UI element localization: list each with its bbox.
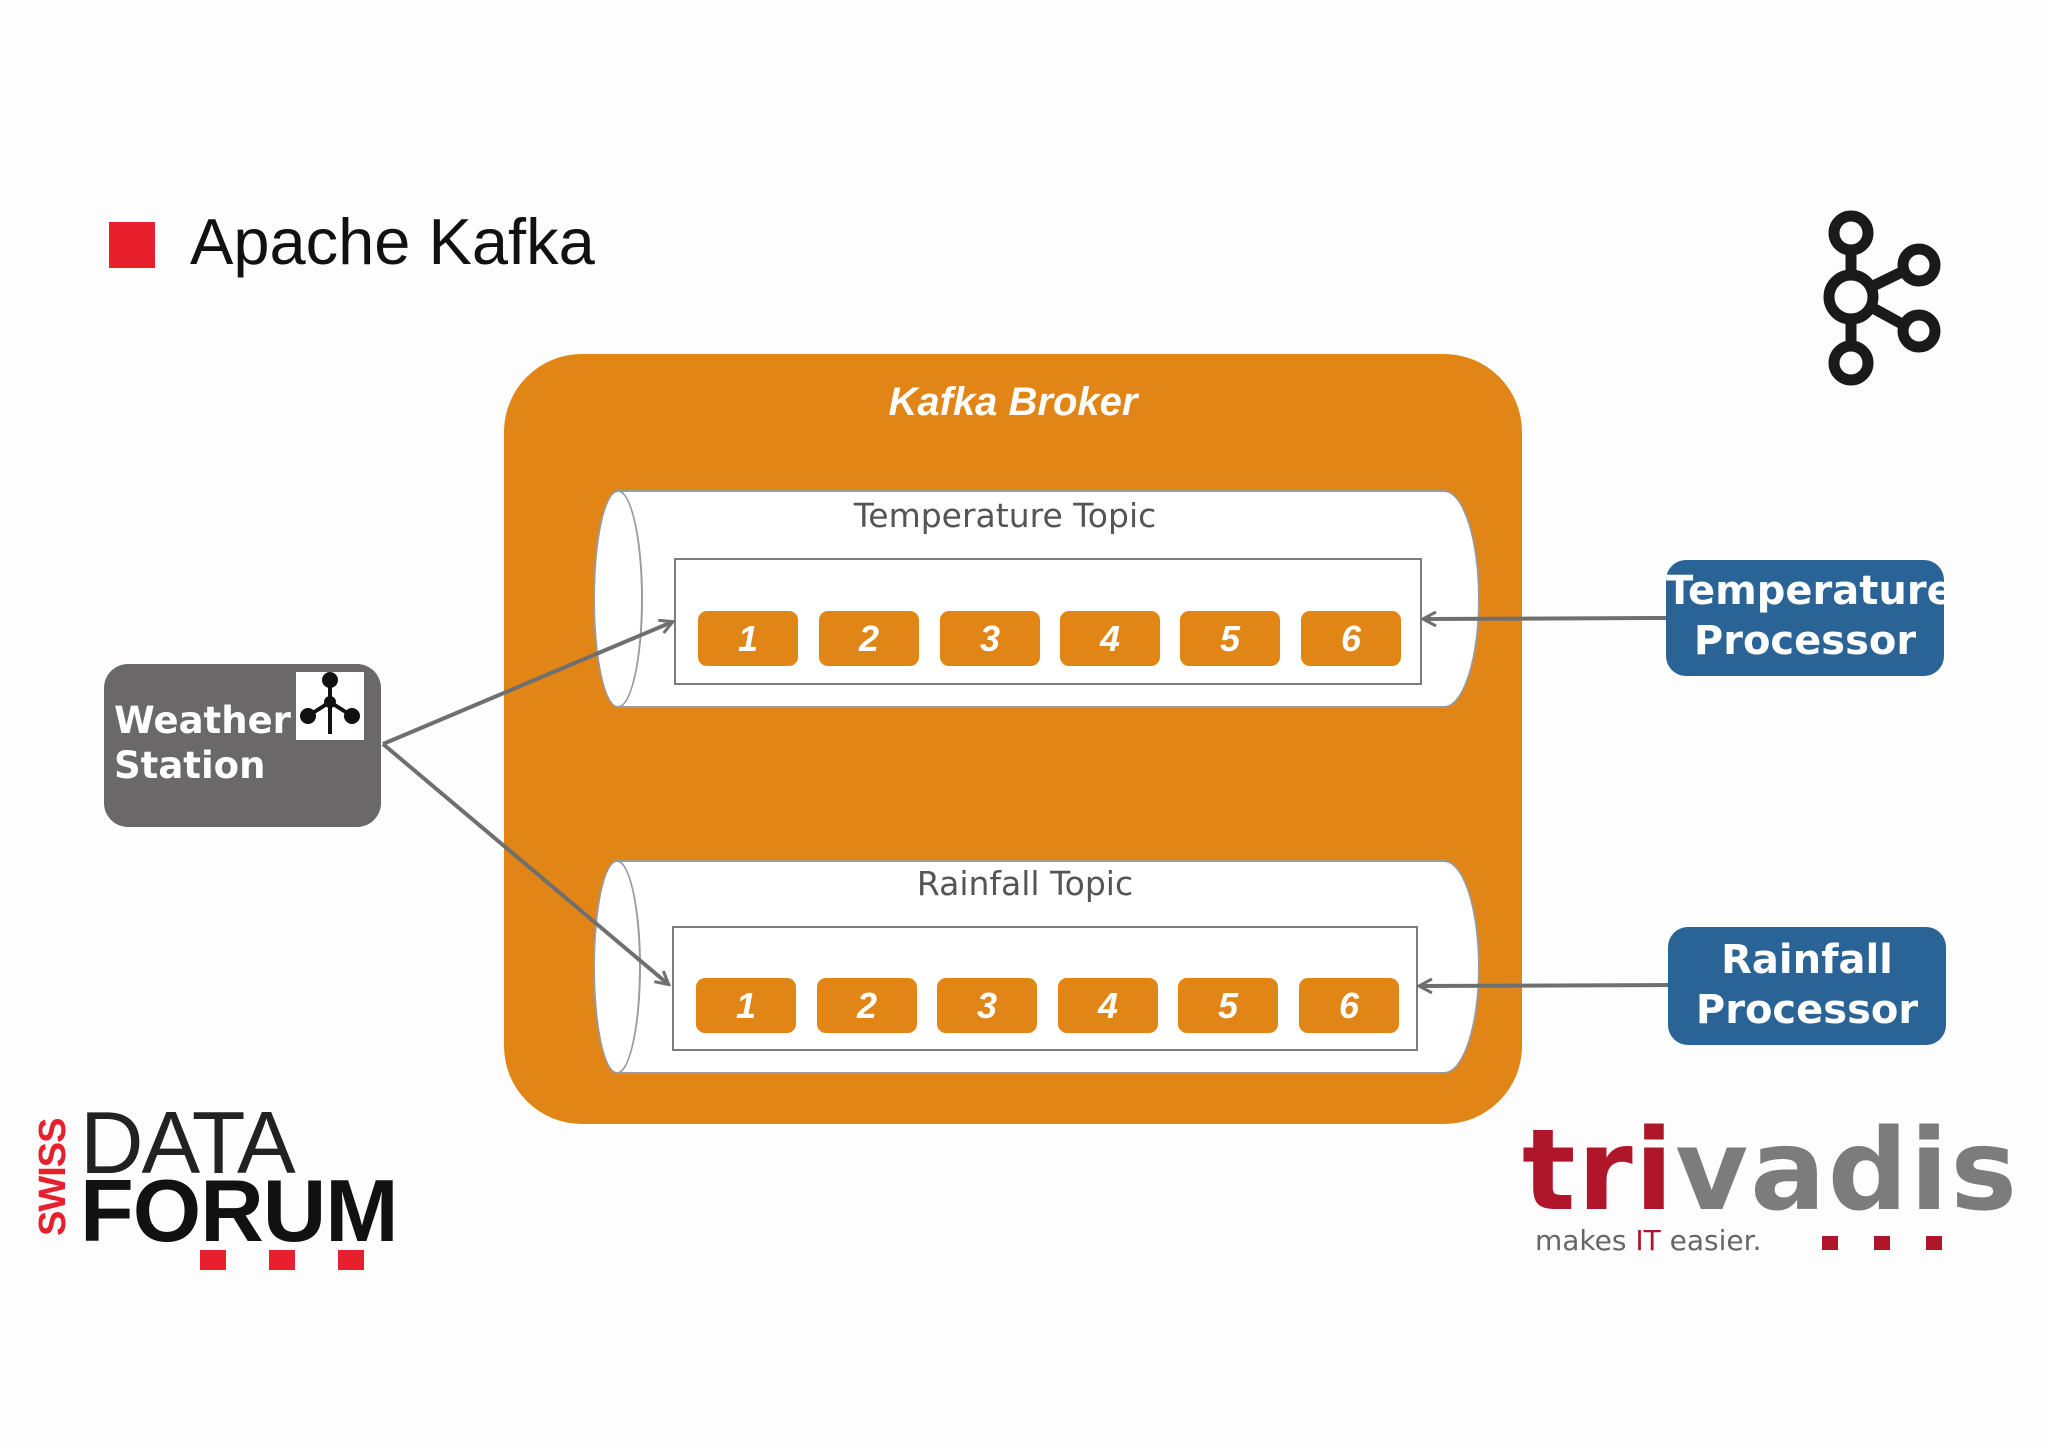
arrow-station-to-temperature (382, 622, 672, 746)
temperature-message: 1 (698, 611, 798, 666)
temperature-processor-label-line1: Temperature (1666, 568, 1954, 614)
arrow-station-to-rainfall (381, 742, 668, 984)
temperature-processor-node: Temperature Processor (1666, 560, 1954, 676)
trivadis-tagline: makes IT easier. (1535, 1224, 1762, 1257)
arrow-rainfall-processor-to-topic (1420, 985, 1669, 986)
temperature-message: 6 (1301, 611, 1401, 666)
rainfall-message: 4 (1058, 978, 1158, 1033)
trivadis-logo: trivadis makes IT easier. (0, 0, 2017, 1257)
broker-title: Kafka Broker (888, 380, 1138, 424)
rainfall-topic-cylinder-cap (593, 860, 641, 1074)
swiss-data-forum-forum-text: FORUM (80, 1161, 399, 1260)
temperature-message: 2 (819, 611, 919, 666)
swiss-data-forum-swiss-text: SWISS (32, 1118, 74, 1236)
rainfall-topic-label: Rainfall Topic (916, 864, 1134, 903)
rainfall-partition (672, 926, 1418, 1051)
temperature-message: 3 (940, 611, 1040, 666)
rainfall-message: 6 (1299, 978, 1399, 1033)
rainfall-message: 3 (937, 978, 1037, 1033)
temperature-message: 5 (1180, 611, 1280, 666)
temperature-message: 4 (1060, 611, 1160, 666)
rainfall-message: 1 (696, 978, 796, 1033)
sensor-network-icon (300, 672, 360, 734)
rainfall-processor-node: Rainfall Processor (1668, 927, 1946, 1045)
trivadis-wordmark: trivadis (1522, 1106, 2019, 1236)
temperature-topic-cylinder-cap (593, 490, 643, 708)
kafka-logo-icon (1823, 210, 1941, 386)
trivadis-dots (1822, 1236, 1942, 1250)
rainfall-processor-label-line1: Rainfall (1721, 937, 1893, 983)
title-bullet (109, 222, 155, 268)
swiss-data-forum-logo: SWISS DATA FORUM (0, 0, 399, 1270)
rainfall-processor-label-line2: Processor (1695, 987, 1919, 1033)
arrow-temperature-processor-to-topic (1424, 618, 1667, 619)
weather-station-icon (296, 672, 364, 740)
slide-title: Apache Kafka (190, 205, 595, 278)
swiss-data-forum-dots (200, 1250, 364, 1270)
temperature-partition (674, 558, 1422, 685)
weather-station-label: Weather Station (114, 699, 291, 787)
temperature-topic-label: Temperature Topic (853, 496, 1157, 535)
swiss-data-forum-data-text: DATA (80, 1093, 296, 1192)
temperature-processor-label-line2: Processor (1693, 618, 1917, 664)
rainfall-message: 5 (1178, 978, 1278, 1033)
rainfall-message: 2 (817, 978, 917, 1033)
